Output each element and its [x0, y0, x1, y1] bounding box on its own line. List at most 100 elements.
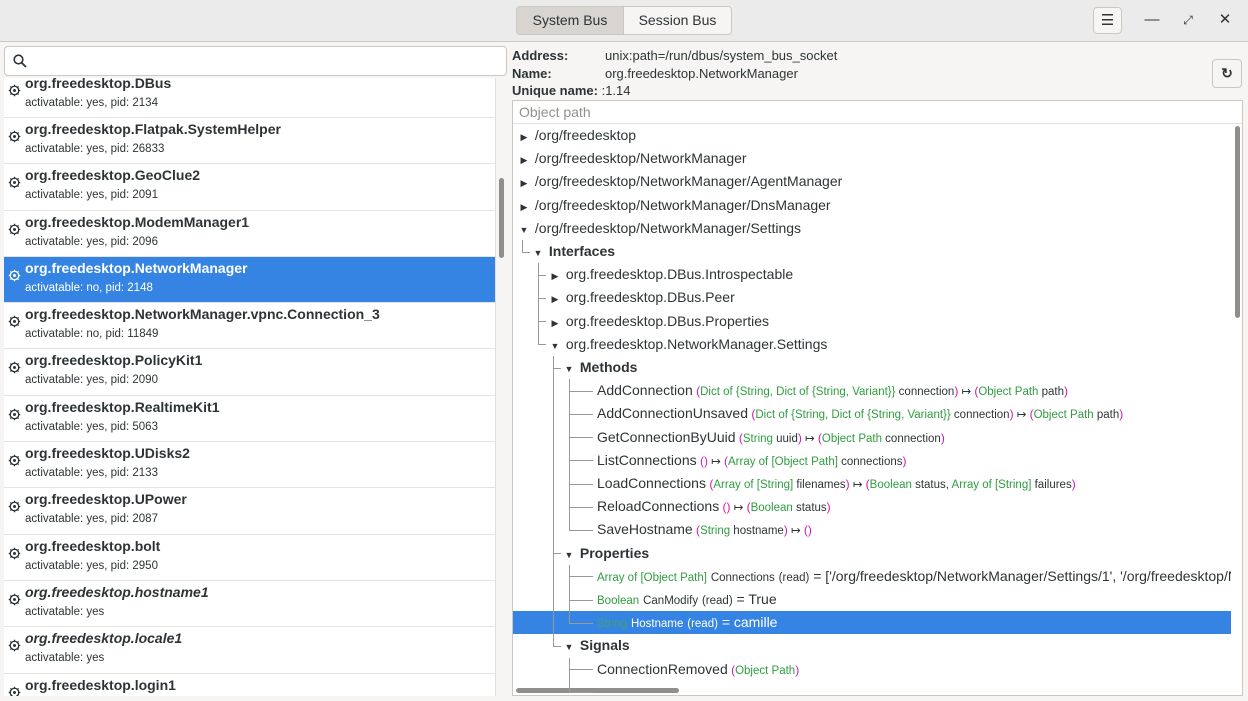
signature-part: connection — [951, 409, 1010, 421]
bus-name-row[interactable]: org.freedesktop.PolicyKit1activatable: y… — [4, 349, 495, 395]
signature-part: Object Path — [1034, 409, 1094, 421]
expander-collapsed-icon: ▶ — [517, 126, 531, 147]
name-label: Name: — [512, 65, 605, 83]
bus-name-row[interactable]: org.freedesktop.GeoClue2activatable: yes… — [4, 164, 495, 210]
object-path-row[interactable]: ▼ /org/freedesktop/NetworkManager/Settin… — [513, 217, 1231, 240]
tab-session-bus[interactable]: Session Bus — [624, 7, 731, 34]
bus-name-list: org.freedesktop.DBus activatable: yes, pi… — [4, 78, 495, 696]
tree-guide-line — [569, 530, 593, 531]
signature-part: ) — [795, 663, 799, 677]
tree-guide-line — [553, 553, 561, 554]
bus-name-label: org.freedesktop.PolicyKit1 — [25, 352, 202, 368]
signals-node[interactable]: ▼ Signals — [513, 634, 1231, 657]
bus-name-row[interactable]: org.freedesktop.UDisks2 activatable: yes,… — [4, 442, 495, 488]
tree-hscrollbar-thumb[interactable] — [516, 688, 679, 693]
properties-label: Properties — [580, 545, 649, 561]
method-row[interactable]: ReloadConnections () ↦ (Boolean status) — [513, 495, 1231, 518]
bus-name-row[interactable]: org.freedesktop.hostname1activatable: ye… — [4, 581, 495, 627]
tree-horizontal-scrollbar[interactable] — [513, 685, 1231, 695]
bus-name-row[interactable]: org.freedesktop.boltactivatable: yes, pi… — [4, 535, 495, 581]
bus-name-row[interactable]: org.freedesktop.NetworkManager.vpnc.Conn… — [4, 303, 495, 349]
method-row[interactable]: GetConnectionByUuid (String uuid) ↦ (Obj… — [513, 426, 1231, 449]
bus-name-label: org.freedesktop.GeoClue2 — [25, 167, 200, 183]
signal-row[interactable]: ConnectionRemoved (Object Path) — [513, 658, 1231, 681]
property-row[interactable]: Boolean CanModify (read) = True — [513, 588, 1231, 611]
bus-name-row[interactable]: org.freedesktop.DBusactivatable: yes, pi… — [4, 78, 495, 118]
list-scrollbar-thumb[interactable] — [499, 178, 504, 258]
object-path-row[interactable]: ▶ /org/freedesktop/NetworkManager/AgentM… — [513, 170, 1231, 193]
bus-name-label: org.freedesktop.DBus — [25, 78, 171, 91]
object-path-row[interactable]: ▶ /org/freedesktop/NetworkManager — [513, 147, 1231, 170]
signals-label: Signals — [580, 637, 630, 653]
service-gear-icon — [8, 500, 21, 516]
tree-guide-line — [522, 240, 523, 252]
bus-name-row[interactable]: org.freedesktop.ModemManager1activatable… — [4, 211, 495, 257]
bus-name-row[interactable]: org.freedesktop.locale1activatable: yes — [4, 627, 495, 673]
bus-switcher: System Bus Session Bus — [516, 6, 732, 35]
maximize-button[interactable]: ⤢ — [1176, 9, 1200, 33]
tree-guide-line — [538, 321, 546, 322]
interfaces-node[interactable]: ▼ Interfaces — [513, 240, 1231, 263]
property-row[interactable]: Array of [Object Path] Connections (read… — [513, 565, 1231, 588]
signature-part: status, — [912, 479, 952, 491]
signature-part: String — [743, 433, 773, 445]
methods-label: Methods — [580, 359, 638, 375]
tree-vertical-scrollbar[interactable] — [1231, 124, 1243, 695]
method-row[interactable]: LoadConnections (Array of [String] filen… — [513, 472, 1231, 495]
method-row[interactable]: ListConnections () ↦ (Array of [Object P… — [513, 449, 1231, 472]
bus-name-label: org.freedesktop.NetworkManager.vpnc.Conn… — [25, 306, 380, 322]
search-box[interactable] — [4, 46, 507, 76]
method-row[interactable]: AddConnectionUnsaved (Dict of {String, D… — [513, 402, 1231, 425]
signature-part: Boolean — [751, 502, 793, 514]
object-path-row[interactable]: ▶ /org/freedesktop — [513, 124, 1231, 147]
interface-row[interactable]: ▼ org.freedesktop.NetworkManager.Setting… — [513, 333, 1231, 356]
address-value: unix:path=/run/dbus/system_bus_socket — [605, 48, 837, 63]
signature-part: failures — [1031, 479, 1071, 491]
signature-part: ( — [728, 663, 735, 677]
bus-name-row[interactable]: org.freedesktop.RealtimeKit1activatable:… — [4, 396, 495, 442]
signature-part: String — [700, 525, 730, 537]
signature-part: ) — [1072, 477, 1076, 491]
close-button[interactable]: ✕ — [1213, 9, 1237, 33]
signature-part: ↦ — [788, 525, 804, 537]
signature-part: Dict of {String, Dict of {String, Varian… — [755, 409, 950, 421]
interface-row[interactable]: ▶ org.freedesktop.DBus.Introspectable — [513, 263, 1231, 286]
minimize-button[interactable]: — — [1140, 9, 1164, 33]
bus-name-row[interactable]: org.freedesktop.UPoweractivatable: yes, … — [4, 488, 495, 534]
tree-guide-line — [569, 669, 593, 670]
bus-name-row[interactable]: org.freedesktop.NetworkManageractivatabl… — [4, 257, 495, 303]
bus-name-label: org.freedesktop.ModemManager1 — [25, 214, 249, 230]
main-menu-button[interactable]: ☰ — [1093, 7, 1122, 34]
bus-name-status: activatable: yes, pid: 2133 — [25, 467, 158, 479]
method-row[interactable]: AddConnection (Dict of {String, Dict of … — [513, 379, 1231, 402]
bus-name-label: org.freedesktop.login1 — [25, 677, 176, 693]
signature-part: Array of [Object Path] — [728, 456, 838, 468]
properties-node[interactable]: ▼ Properties — [513, 542, 1231, 565]
object-path-column-header[interactable]: Object path — [513, 101, 1242, 124]
method-row[interactable]: SaveHostname (String hostname) ↦ () — [513, 518, 1231, 541]
bus-name-label: org.freedesktop.UDisks2 — [25, 445, 190, 461]
interface-row[interactable]: ▶ org.freedesktop.DBus.Peer — [513, 286, 1231, 309]
bus-name-row[interactable]: org.freedesktop.Flatpak.SystemHelperacti… — [4, 118, 495, 164]
object-path-row[interactable]: ▶ /org/freedesktop/NetworkManager/DnsMan… — [513, 194, 1231, 217]
unique-name-value: :1.14 — [602, 83, 631, 98]
property-access: (read) — [779, 572, 810, 584]
property-row[interactable]: String Hostname (read) = camille — [513, 611, 1231, 634]
tree-guide-line — [569, 565, 570, 623]
expander-collapsed-icon: ▶ — [548, 312, 562, 333]
search-input[interactable] — [35, 51, 495, 71]
interface-row[interactable]: ▶ org.freedesktop.DBus.Properties — [513, 310, 1231, 333]
methods-node[interactable]: ▼ Methods — [513, 356, 1231, 379]
signature-part: uuid — [773, 433, 798, 445]
service-gear-icon — [8, 639, 21, 655]
connection-info: Address:unix:path=/run/dbus/system_bus_s… — [512, 47, 837, 100]
signature-part: Boolean — [870, 479, 912, 491]
list-scrollbar[interactable] — [495, 78, 507, 696]
signature-part: Object Path — [822, 433, 882, 445]
expander-expanded-icon: ▼ — [548, 335, 562, 356]
bus-name-row[interactable]: org.freedesktop.login1 — [4, 674, 495, 696]
tree-scrollbar-thumb[interactable] — [1235, 126, 1240, 318]
tab-system-bus[interactable]: System Bus — [517, 7, 624, 34]
refresh-button[interactable]: ↻ — [1212, 59, 1242, 88]
object-tree: Object path ▶ /org/freedesktop▶ /org/fre… — [512, 100, 1243, 696]
